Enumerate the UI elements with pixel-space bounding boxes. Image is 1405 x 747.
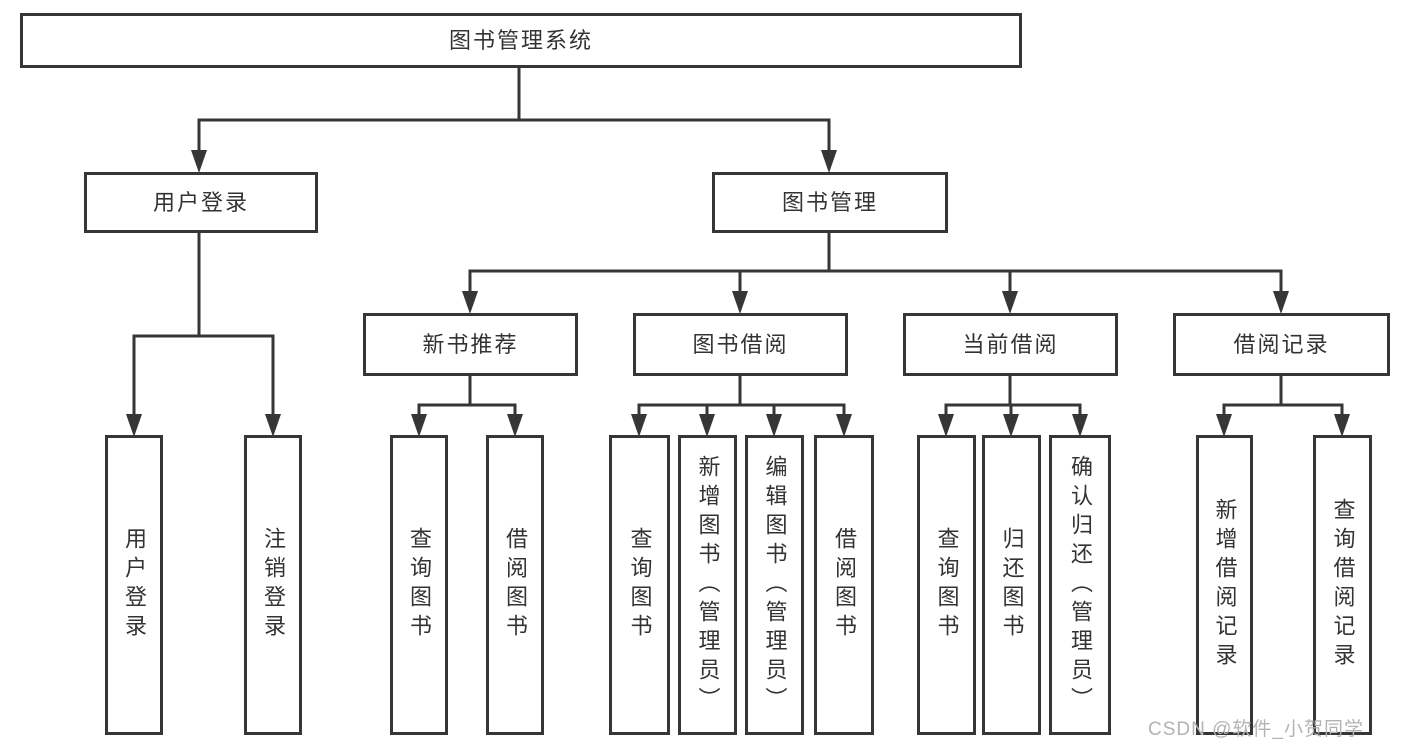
edges-new-book-arrows bbox=[411, 414, 523, 437]
node-borrow-records: 借阅记录 bbox=[1173, 313, 1390, 376]
leaf-user-login: 用户登录 bbox=[105, 435, 163, 735]
node-label: 图书管理系统 bbox=[448, 27, 593, 53]
edges-user-login bbox=[132, 231, 275, 418]
leaf-query-books-recommend: 查询图书 bbox=[390, 435, 448, 735]
edges-borrow-records-arrows bbox=[1216, 414, 1350, 437]
edges-book-mgmt-arrows bbox=[462, 291, 1289, 314]
node-label: 编辑图书（管理员） bbox=[762, 454, 788, 716]
edges-current-borrow-arrows bbox=[938, 414, 1088, 437]
node-current-borrow: 当前借阅 bbox=[903, 313, 1118, 376]
arrow-down-icon bbox=[699, 414, 715, 437]
edges-book-borrow-arrows bbox=[631, 414, 852, 437]
node-label: 注销登录 bbox=[261, 527, 286, 643]
edges-user-login-arrows bbox=[126, 414, 281, 437]
node-label: 新增图书（管理员） bbox=[695, 454, 721, 716]
leaf-borrow-books-recommend: 借阅图书 bbox=[486, 435, 544, 735]
arrow-down-icon bbox=[1003, 414, 1019, 437]
leaf-confirm-return-admin: 确认归还（管理员） bbox=[1049, 435, 1111, 735]
node-label: 查询图书 bbox=[627, 527, 653, 643]
leaf-logout: 注销登录 bbox=[244, 435, 302, 735]
arrow-down-icon bbox=[1216, 414, 1232, 437]
arrow-down-icon bbox=[1334, 414, 1350, 437]
edges-book-borrow bbox=[637, 374, 846, 418]
edges-borrow-records bbox=[1222, 374, 1344, 418]
leaf-edit-book-admin: 编辑图书（管理员） bbox=[745, 435, 804, 735]
edges-root bbox=[197, 66, 831, 154]
node-label: 借阅图书 bbox=[832, 527, 857, 643]
node-label: 查询图书 bbox=[934, 527, 960, 643]
leaf-query-books-borrow: 查询图书 bbox=[609, 435, 670, 735]
edges-current-borrow bbox=[944, 374, 1082, 418]
arrow-down-icon bbox=[1002, 291, 1018, 314]
node-root-system: 图书管理系统 bbox=[20, 13, 1022, 68]
arrow-down-icon bbox=[507, 414, 523, 437]
arrow-down-icon bbox=[265, 414, 281, 437]
node-label: 确认归还（管理员） bbox=[1068, 454, 1093, 716]
watermark: CSDN @软件_小贺同学 bbox=[1148, 719, 1364, 740]
node-label: 当前借阅 bbox=[962, 331, 1059, 357]
arrow-down-icon bbox=[821, 150, 837, 173]
leaf-query-borrow-record: 查询借阅记录 bbox=[1313, 435, 1372, 735]
node-label: 借阅图书 bbox=[503, 527, 528, 643]
arrow-down-icon bbox=[411, 414, 427, 437]
arrow-down-icon bbox=[938, 414, 954, 437]
node-new-book-recommend: 新书推荐 bbox=[363, 313, 578, 376]
arrow-down-icon bbox=[766, 414, 782, 437]
node-label: 图书管理 bbox=[781, 189, 878, 215]
node-label: 查询借阅记录 bbox=[1330, 498, 1356, 672]
arrow-down-icon bbox=[126, 414, 142, 437]
edges-book-mgmt bbox=[468, 231, 1283, 295]
node-label: 新书推荐 bbox=[422, 331, 519, 357]
arrow-down-icon bbox=[462, 291, 478, 314]
node-book-borrow: 图书借阅 bbox=[633, 313, 848, 376]
leaf-add-borrow-record: 新增借阅记录 bbox=[1196, 435, 1253, 735]
leaf-add-book-admin: 新增图书（管理员） bbox=[678, 435, 737, 735]
node-label: 图书借阅 bbox=[692, 331, 789, 357]
node-label: 借阅记录 bbox=[1233, 331, 1330, 357]
edges-root-arrows bbox=[191, 150, 837, 173]
arrow-down-icon bbox=[732, 291, 748, 314]
node-book-management: 图书管理 bbox=[712, 172, 948, 233]
leaf-query-books-current: 查询图书 bbox=[917, 435, 976, 735]
node-label: 用户登录 bbox=[152, 189, 249, 215]
node-label: 用户登录 bbox=[122, 527, 147, 643]
arrow-down-icon bbox=[191, 150, 207, 173]
arrow-down-icon bbox=[1273, 291, 1289, 314]
node-user-login: 用户登录 bbox=[84, 172, 318, 233]
arrow-down-icon bbox=[836, 414, 852, 437]
arrow-down-icon bbox=[1072, 414, 1088, 437]
edges-new-book bbox=[417, 374, 517, 418]
arrow-down-icon bbox=[631, 414, 647, 437]
leaf-return-books: 归还图书 bbox=[982, 435, 1041, 735]
leaf-borrow-books: 借阅图书 bbox=[814, 435, 874, 735]
node-label: 查询图书 bbox=[407, 527, 432, 643]
node-label: 新增借阅记录 bbox=[1212, 498, 1238, 672]
node-label: 归还图书 bbox=[999, 527, 1025, 643]
